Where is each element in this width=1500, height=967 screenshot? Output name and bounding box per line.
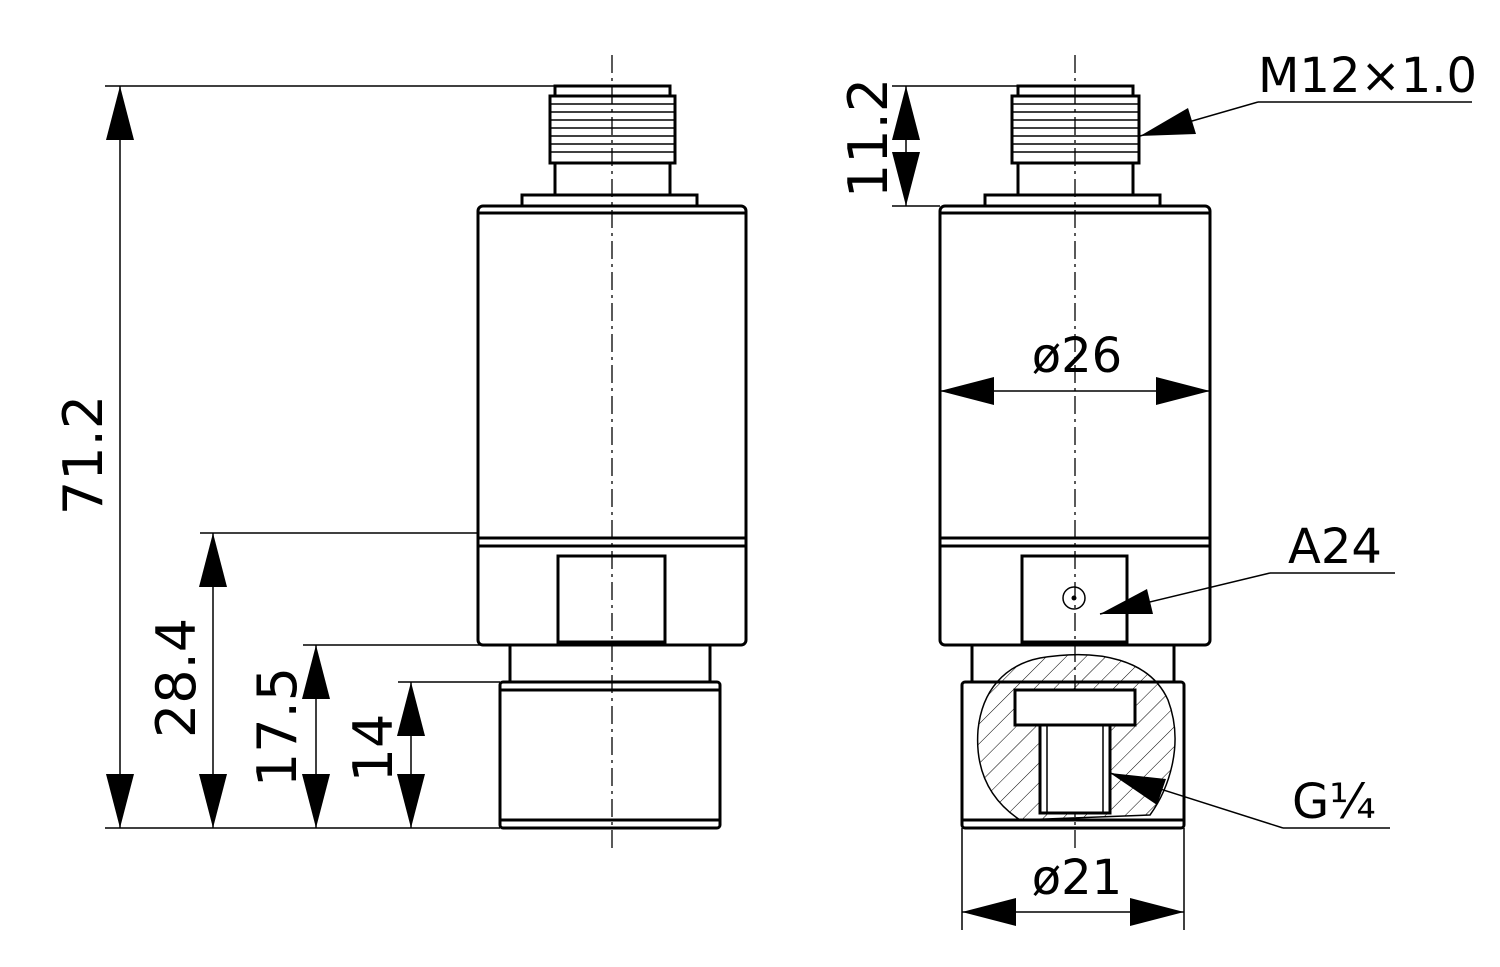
label-wrench-size: A24 <box>1288 519 1382 575</box>
body-cylinder-right <box>938 204 1212 647</box>
base-neck <box>508 643 712 684</box>
left-connector <box>520 84 699 208</box>
label-base-diameter: ø21 <box>1032 850 1122 906</box>
callout-connector-thread <box>1139 101 1472 137</box>
label-body-diameter: ø26 <box>1032 328 1122 384</box>
connector-thread-lines-right <box>1012 103 1139 153</box>
wrench-flat-right <box>1020 554 1129 644</box>
dim-body-to-base <box>199 533 227 828</box>
vent-hole <box>1062 586 1086 610</box>
right-connector <box>983 84 1162 208</box>
left-extension-lines <box>105 85 555 829</box>
label-thread-length: 14 <box>342 714 405 783</box>
connector-thread-lines <box>550 103 675 153</box>
body-cylinder <box>476 204 748 647</box>
right-view: 11.2 M12×1.0 ø26 A24 G¼ <box>837 48 1477 930</box>
threaded-base <box>498 680 722 830</box>
wrench-flat <box>556 554 667 644</box>
dim-base-diameter <box>961 828 1185 930</box>
label-process-thread: G¼ <box>1292 774 1376 830</box>
dim-nut-to-base <box>302 645 330 828</box>
right-body <box>938 204 1212 647</box>
dim-thread-length <box>397 682 425 828</box>
label-body-to-base: 28.4 <box>145 618 208 738</box>
dim-overall-height <box>106 86 134 828</box>
section-bore <box>1038 723 1112 815</box>
connector-flange <box>520 193 699 208</box>
left-base <box>498 643 722 830</box>
label-connector-height: 11.2 <box>837 78 900 198</box>
vent-hole-center <box>1071 595 1077 601</box>
label-overall-height: 71.2 <box>52 395 115 515</box>
callout-process-thread <box>1109 772 1390 829</box>
dim-connector-height <box>892 85 1018 207</box>
label-connector-thread: M12×1.0 <box>1258 48 1477 104</box>
dim-body-diameter <box>940 377 1210 405</box>
connector-flange-right <box>983 193 1162 208</box>
section-bore-top <box>1013 688 1137 727</box>
left-body <box>476 204 748 647</box>
label-nut-to-base: 17.5 <box>246 667 309 787</box>
callout-wrench-size <box>1099 572 1395 615</box>
left-view: 71.2 28.4 17.5 14 <box>52 55 748 850</box>
